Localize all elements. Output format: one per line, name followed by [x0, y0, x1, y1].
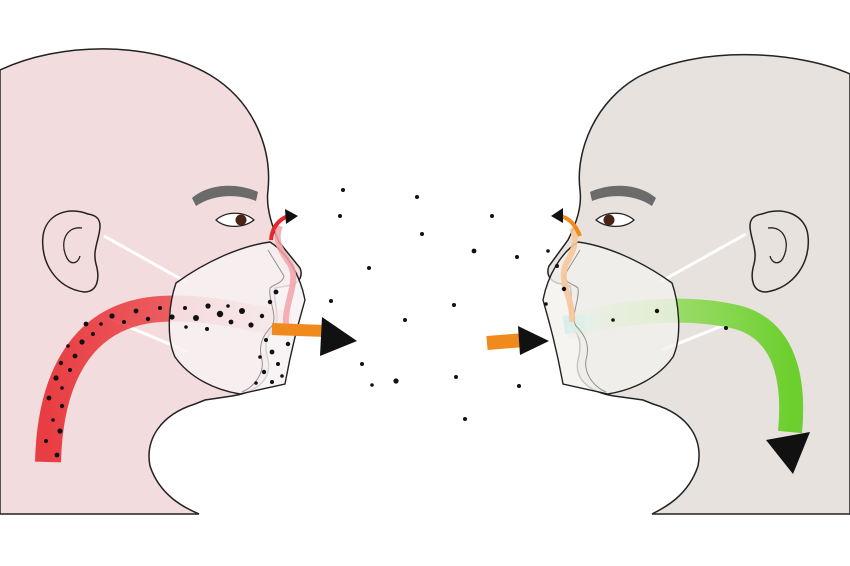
- right-nose-airflow: [560, 226, 578, 323]
- left-eyebrow: [192, 185, 258, 206]
- right-mask: [542, 241, 680, 395]
- left-ear: [41, 210, 101, 293]
- right-ear: [749, 210, 810, 293]
- right-eyebrow: [590, 185, 656, 206]
- left-person: [0, 48, 357, 515]
- left-nose-airflow: [274, 224, 297, 327]
- right-inhale-arrow: [486, 333, 526, 350]
- airborne-particles: [329, 188, 548, 421]
- right-particles: [546, 249, 787, 455]
- left-particles: [44, 289, 291, 458]
- right-person: [486, 53, 850, 515]
- right-airflow-arrowhead: [766, 432, 810, 474]
- left-exhale-arrow: [271, 323, 326, 337]
